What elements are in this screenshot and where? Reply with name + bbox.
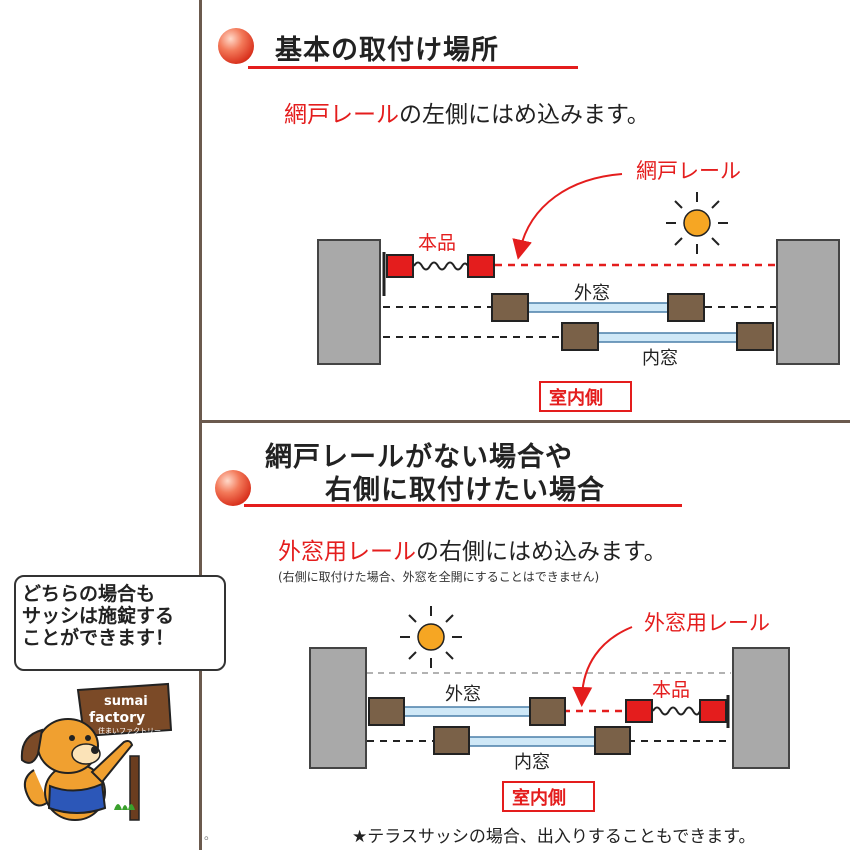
indoor-side-label: 室内側 <box>549 387 603 409</box>
outer-window-frame-left <box>368 697 405 726</box>
sign-text-line2: factory <box>89 710 145 726</box>
mascot-shorts <box>47 782 107 814</box>
product-block-right <box>467 254 495 278</box>
mascot-illustration: sumai factory 住まいファクトリー <box>20 682 173 821</box>
sign-text-line3: 住まいファクトリー <box>98 726 161 735</box>
section2-note: (右側に取付けた場合、外窓を全開にすることはできません) <box>278 570 600 584</box>
horizontal-divider <box>199 420 850 423</box>
inner-window-frame-right <box>594 726 631 755</box>
inner-window-glass <box>467 736 599 747</box>
mascot-tail <box>23 769 49 807</box>
indoor-side-label: 室内側 <box>512 787 566 809</box>
inner-window-frame-left <box>561 322 599 351</box>
sun-icon <box>666 192 728 254</box>
inner-window-label: 内窓 <box>514 752 550 773</box>
section1-lead: 網戸レールの左側にはめ込みます。 <box>284 95 650 129</box>
product-spring <box>413 261 469 271</box>
section2-underline <box>244 504 682 507</box>
product-block-left <box>625 699 653 723</box>
outer-window-glass <box>526 302 670 313</box>
section2-lead-text: の右側にはめ込みます。 <box>416 539 667 565</box>
callout-bubble: どちらの場合も サッシは施錠する ことができます！ <box>14 575 226 671</box>
section2-heading-line1: 網戸レールがない場合や <box>265 442 573 473</box>
section1-underline <box>248 66 578 69</box>
indoor-side-box <box>539 381 632 412</box>
sun-icon <box>400 606 462 668</box>
inner-window-label: 内窓 <box>642 348 678 369</box>
mascot-arm <box>90 740 134 784</box>
screen-rail-label: 網戸レール <box>636 159 741 183</box>
product-block-left <box>386 254 414 278</box>
product-block-right <box>699 699 727 723</box>
callout-line: サッシは施錠する <box>22 605 175 627</box>
product-spring <box>652 706 701 716</box>
arrow-icon <box>572 626 633 707</box>
outer-window-label: 外窓 <box>445 684 481 705</box>
inner-window-frame-right <box>736 322 774 351</box>
wall-left <box>317 239 381 365</box>
section2-lead: 外窓用レールの右側にはめ込みます。 <box>278 532 667 566</box>
outer-window-label: 外窓 <box>574 283 610 304</box>
product-label: 本品 <box>652 679 690 701</box>
mascot-ear <box>20 728 44 764</box>
grass <box>114 804 135 810</box>
section1-lead-highlight: 網戸レール <box>284 102 399 128</box>
ball-bullet-icon <box>215 470 251 506</box>
ball-bullet-icon <box>218 28 254 64</box>
mascot-eye <box>85 735 91 741</box>
diagram-right-side: 本品 外窓 内窓 室内側 外窓用レール <box>309 606 790 812</box>
sign-text-line1: sumai <box>104 694 148 709</box>
section2-heading-line2: 右側に取付けたい場合 <box>325 475 605 506</box>
sign-post <box>129 755 140 821</box>
callout-line: ことができます！ <box>22 627 175 649</box>
section1-lead-text: の左側にはめ込みます。 <box>399 102 650 128</box>
arrow-icon <box>512 173 623 260</box>
footer-note: ★テラスサッシの場合、出入りすることもできます。 <box>352 827 756 847</box>
product-label: 本品 <box>418 232 456 254</box>
vertical-divider <box>199 0 202 850</box>
sign-board <box>76 682 173 738</box>
indoor-side-box <box>502 781 595 812</box>
section1-heading: 基本の取付け場所 <box>275 35 499 66</box>
outer-rail-label: 外窓用レール <box>644 611 770 635</box>
diagram-basic: 本品 外窓 内窓 室内側 網戸レール <box>317 159 840 412</box>
inner-window-frame-left <box>433 726 470 755</box>
inner-window-glass <box>595 332 739 343</box>
callout-line: どちらの場合も <box>22 583 156 605</box>
wall-right <box>776 239 840 365</box>
outer-window-glass <box>402 706 534 717</box>
mascot-eye <box>69 735 75 741</box>
outer-window-frame-right <box>529 697 566 726</box>
wall-left <box>309 647 367 769</box>
section2-lead-highlight: 外窓用レール <box>278 539 416 565</box>
small-mark: 。 <box>204 828 217 842</box>
outer-window-frame-left <box>491 293 529 322</box>
wall-right <box>732 647 790 769</box>
mascot-nose <box>91 746 99 754</box>
outer-window-frame-right <box>667 293 705 322</box>
